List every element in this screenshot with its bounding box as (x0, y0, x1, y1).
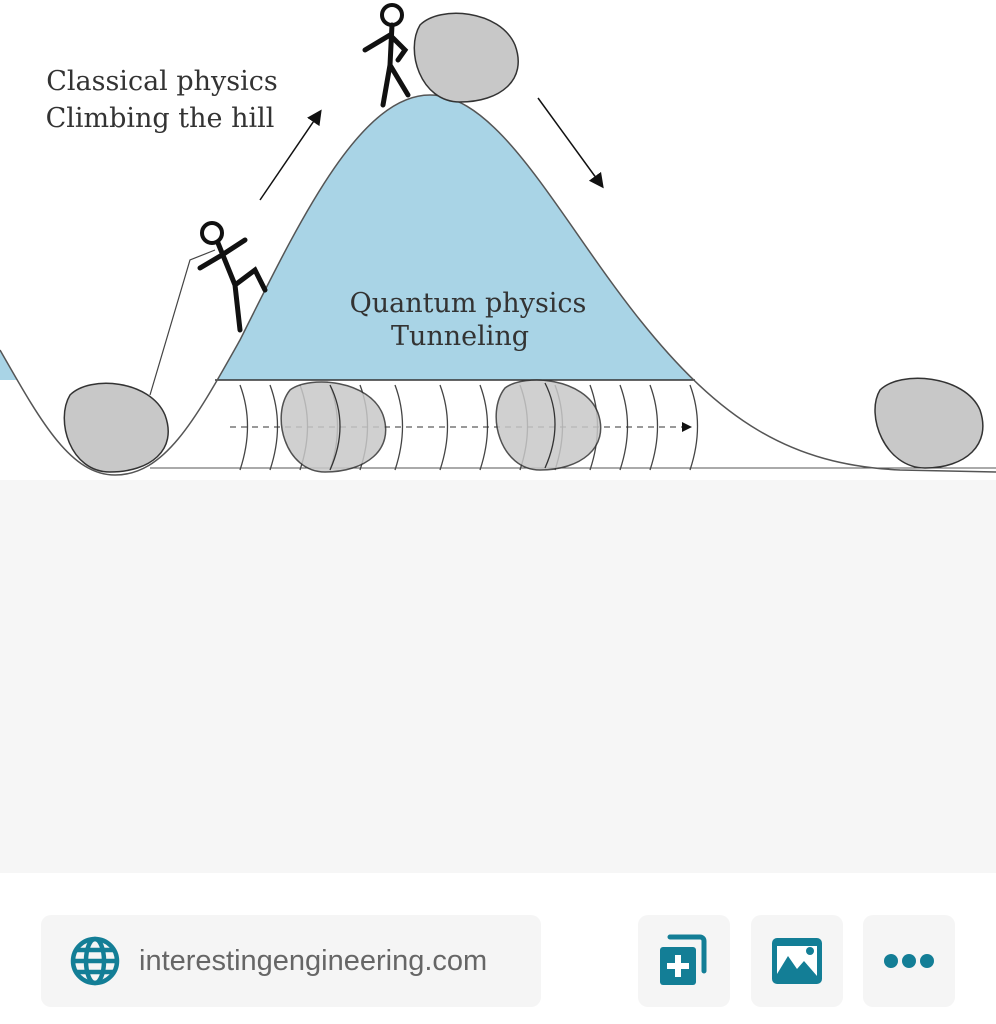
boulders (63, 12, 984, 473)
action-bar: interestingengineering.com (0, 873, 996, 1024)
image-backdrop (0, 480, 996, 873)
label-quantum-2: Tunneling (391, 321, 529, 352)
label-quantum-1: Quantum physics (350, 288, 587, 319)
add-to-collection-icon (660, 934, 707, 985)
visual-search-button[interactable] (751, 915, 843, 1007)
stick-figures (197, 3, 411, 333)
tunneling-diagram: Classical physics Climbing the hill Quan… (0, 3, 996, 476)
hill-curve (0, 94, 996, 476)
image-icon (772, 938, 822, 984)
label-classical-2: Climbing the hill (46, 103, 275, 134)
globe-icon (70, 936, 120, 986)
more-button[interactable] (863, 915, 955, 1007)
hill-fill (0, 95, 694, 380)
add-to-collection-button[interactable] (638, 915, 730, 1007)
result-image[interactable]: Classical physics Climbing the hill Quan… (0, 0, 996, 480)
source-link[interactable]: interestingengineering.com (41, 915, 541, 1007)
source-domain: interestingengineering.com (139, 944, 488, 977)
label-classical-1: Classical physics (46, 66, 278, 97)
more-icon (884, 954, 934, 968)
